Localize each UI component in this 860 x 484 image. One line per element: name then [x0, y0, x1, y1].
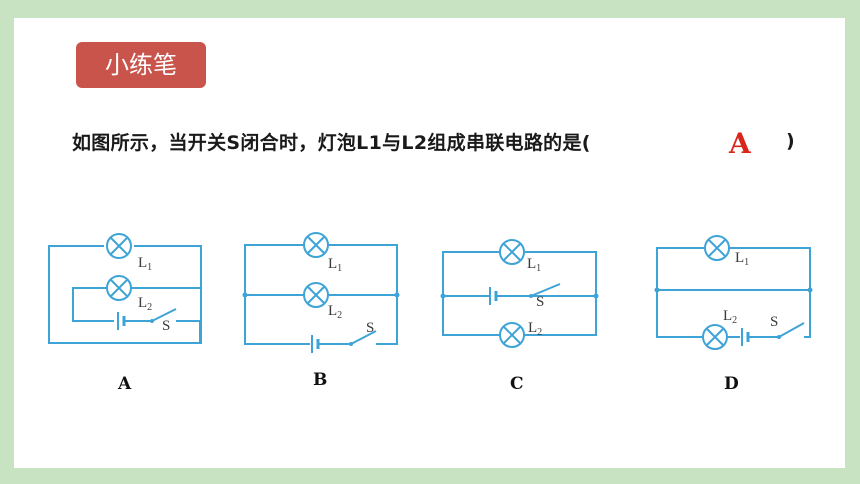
circuit-c-fill	[440, 239, 599, 348]
label-s: S	[536, 294, 544, 310]
lamp-icon	[499, 239, 525, 265]
label-l1: L1	[138, 255, 152, 273]
label-s: S	[162, 318, 170, 334]
lamp-icon	[704, 235, 730, 261]
option-d-label: D	[724, 374, 739, 394]
label-l2: L2	[138, 295, 152, 313]
switch-icon	[350, 330, 377, 345]
lamp-icon	[106, 233, 132, 259]
lamp-icon	[702, 324, 728, 350]
option-a-label: A	[118, 374, 132, 394]
lamp-icon	[303, 232, 329, 258]
question-close-paren: )	[786, 130, 795, 152]
answer-text: A	[729, 127, 751, 160]
option-b-label: B	[313, 370, 328, 390]
label-l1: L1	[328, 256, 342, 274]
circuit-c	[442, 251, 597, 336]
circuit-a-fill	[104, 233, 201, 343]
label-s: S	[366, 320, 374, 336]
label-l2: L2	[528, 320, 542, 338]
option-c-label: C	[510, 374, 524, 394]
label-l1: L1	[735, 250, 749, 268]
lamp-icon	[106, 275, 132, 301]
section-badge: 小练笔	[76, 42, 206, 88]
label-s: S	[770, 314, 778, 330]
question-text: 如图所示，当开关S闭合时，灯泡L1与L2组成串联电路的是(	[72, 132, 591, 154]
circuit-b-fill	[242, 232, 400, 353]
switch-icon	[778, 322, 805, 338]
lamp-icon	[499, 322, 525, 348]
label-l2: L2	[328, 303, 342, 321]
lamp-icon	[303, 282, 329, 308]
label-l2: L2	[723, 308, 737, 326]
label-l1: L1	[527, 256, 541, 274]
switch-icon	[151, 308, 177, 322]
switch-icon	[530, 283, 561, 297]
circuit-d-fill	[654, 235, 813, 350]
